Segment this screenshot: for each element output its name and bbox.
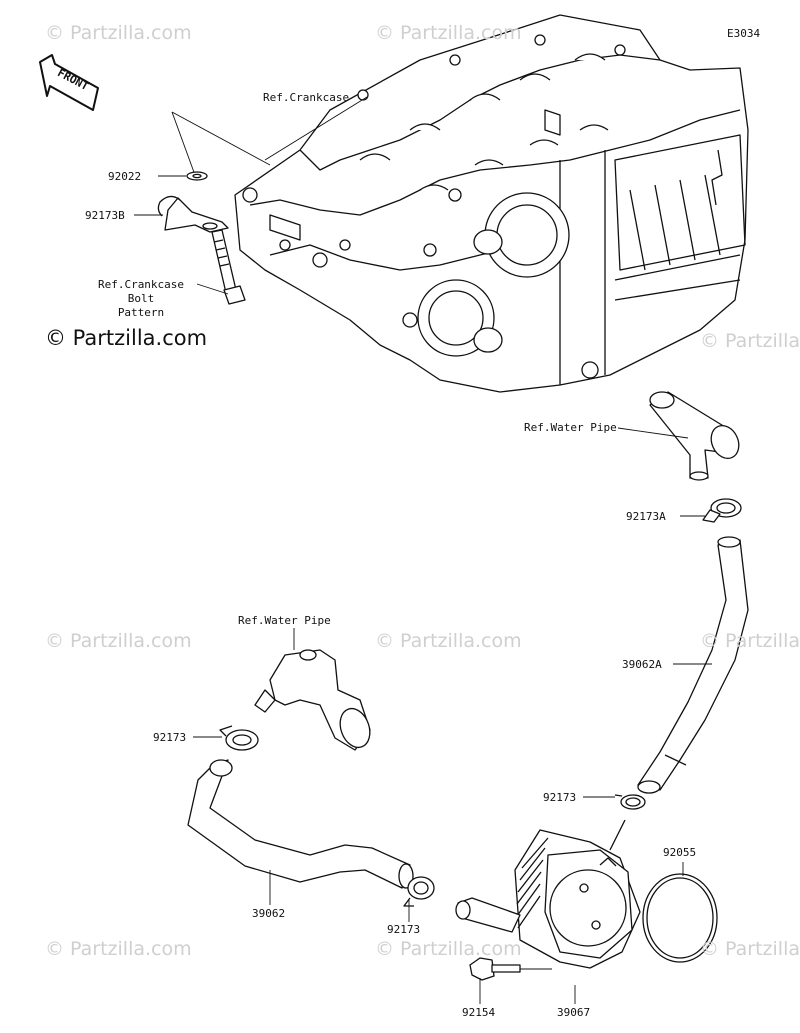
hose-39062A: [637, 536, 749, 794]
label-ref-crankcase-bolt-line2: Bolt: [127, 292, 155, 305]
water-pipe-left: [254, 649, 371, 751]
label-92022: 92022: [108, 170, 142, 183]
label-39067: 39067: [557, 1006, 591, 1019]
diagram-code: E3034: [727, 27, 761, 40]
watermark: © Partzilla.com: [375, 938, 522, 960]
o-ring-92055: [642, 873, 718, 963]
label-92154: 92154: [462, 1006, 496, 1019]
label-92055: 92055: [663, 846, 697, 859]
label-39062: 39062: [252, 907, 286, 920]
label-ref-crankcase-bolt-line3: Pattern: [117, 306, 165, 319]
clamp-92173-mid: [614, 794, 646, 810]
watermark: © Partzilla.com: [375, 630, 522, 652]
label-92173-mid: 92173: [543, 791, 577, 804]
water-pipe-top: [649, 391, 740, 481]
crankcase-drawing: [234, 14, 749, 393]
watermark-partial: © Partzilla.com: [700, 938, 800, 960]
washer-92022: [186, 171, 208, 181]
label-ref-crankcase-bolt-line1: Ref.Crankcase: [97, 278, 185, 291]
label-ref-water-pipe-top: Ref.Water Pipe: [524, 421, 617, 434]
label-92173B: 92173B: [85, 209, 125, 222]
label-ref-crankcase: Ref.Crankcase: [263, 91, 350, 104]
watermark: © Partzilla.com: [45, 938, 192, 960]
label-92173-bottom: 92173: [387, 923, 421, 936]
watermark: © Partzilla.com: [375, 22, 522, 44]
front-arrow-icon: FRONT: [39, 54, 99, 111]
hose-39062: [187, 759, 414, 889]
label-39062A: 39062A: [622, 658, 662, 671]
clamp-92173B: [157, 195, 229, 233]
watermark-dark: © Partzilla.com: [45, 326, 208, 350]
clamp-92173-bottom: [403, 876, 435, 907]
label-92173-left: 92173: [153, 731, 187, 744]
crankcase-bolt: [211, 229, 246, 305]
clamp-92173-left: [219, 725, 259, 751]
watermark: © Partzilla.com: [45, 630, 192, 652]
watermark: © Partzilla.com: [45, 22, 192, 44]
clamp-92173A: [702, 498, 742, 523]
label-ref-water-pipe-left: Ref.Water Pipe: [238, 614, 331, 627]
oil-cooler-39067: [514, 819, 641, 969]
watermark-partial: © Partzilla.com: [700, 630, 800, 652]
label-92173A: 92173A: [626, 510, 666, 523]
bolt-92154: [469, 957, 521, 981]
pipe-stub: [455, 897, 521, 933]
watermark-partial: © Partzilla.com: [700, 330, 800, 352]
